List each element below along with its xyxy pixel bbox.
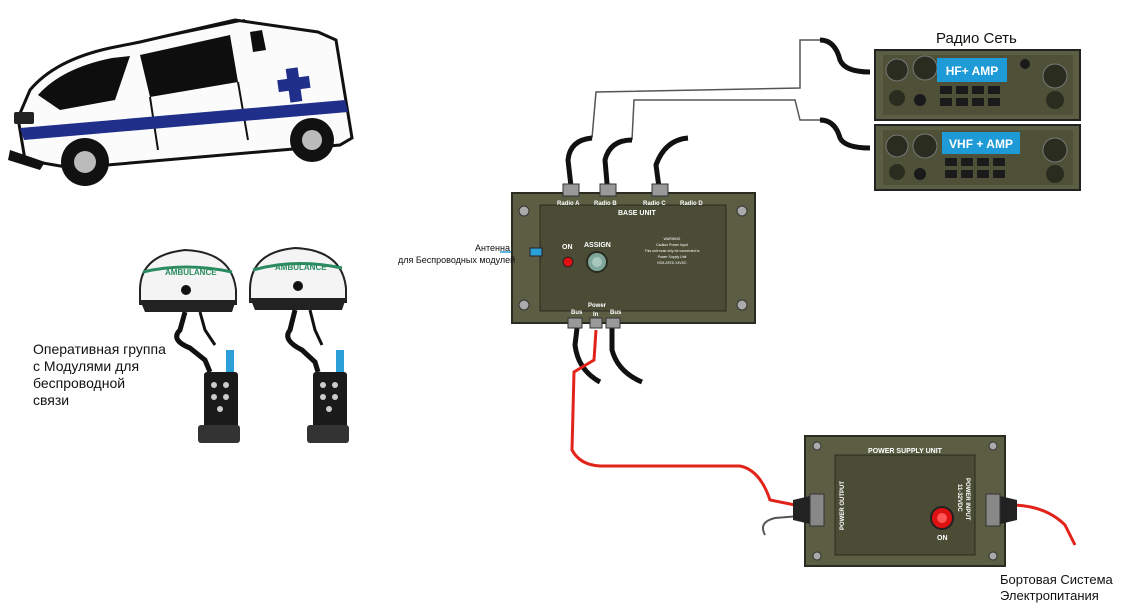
svg-text:Bus: Bus: [610, 310, 622, 316]
svg-text:ISOLATED 24VDC: ISOLATED 24VDC: [657, 261, 687, 265]
svg-text:AMBULANCE: AMBULANCE: [275, 263, 327, 272]
operative-team-label: Оперативная группа с Модулями для беспро…: [33, 341, 193, 409]
svg-text:POWER INPUT: POWER INPUT: [964, 478, 970, 521]
antenna-sublabel: для Беспроводных модулей: [398, 255, 516, 265]
radio-hf: HF+ AMP: [874, 49, 1081, 121]
helmet-module-left: AMBULANCE: [139, 248, 240, 443]
on-indicator-icon: [562, 256, 574, 268]
svg-text:ON: ON: [937, 535, 948, 542]
onboard-label-line: Электропитания: [1000, 588, 1099, 603]
svg-text:VHF + AMP: VHF + AMP: [949, 137, 1013, 151]
svg-text:Radio A: Radio A: [557, 201, 580, 207]
svg-text:This unit must only be connect: This unit must only be connected to: [644, 249, 699, 253]
svg-text:ASSIGN: ASSIGN: [584, 242, 611, 249]
helmet-module-right: AMBULANCE: [249, 246, 349, 443]
power-supply-unit: POWER SUPPLY UNIT POWER OUTPUT POWER INP…: [793, 435, 1017, 567]
svg-text:Bus: Bus: [571, 310, 583, 316]
antenna-label: Антенна: [475, 243, 510, 253]
svg-text:Radio B: Radio B: [594, 201, 617, 207]
ground-cable: [762, 515, 801, 536]
onboard-power-label: Бортовая Система Электропитания: [1000, 572, 1113, 604]
svg-text:Power Supply Unit: Power Supply Unit: [658, 255, 687, 259]
svg-text:POWER OUTPUT: POWER OUTPUT: [840, 481, 846, 530]
radio-vhf: VHF + AMP: [874, 124, 1081, 191]
svg-text:POWER SUPPLY UNIT: POWER SUPPLY UNIT: [868, 448, 943, 455]
svg-text:BASE UNIT: BASE UNIT: [618, 210, 656, 217]
svg-text:Power: Power: [588, 303, 607, 309]
svg-text:ON: ON: [562, 244, 573, 251]
svg-text:Radio C: Radio C: [643, 201, 666, 207]
svg-text:AMBULANCE: AMBULANCE: [165, 268, 217, 277]
svg-text:In: In: [593, 312, 599, 318]
onboard-label-line: Бортовая Система: [1000, 572, 1113, 587]
radio-network-label: Радио Сеть: [936, 30, 1017, 47]
svg-text:11-32VDC: 11-32VDC: [956, 484, 962, 512]
power-input-cable: [1009, 503, 1077, 546]
svg-text:Radio D: Radio D: [680, 201, 703, 207]
ambulance-illustration: www.ambulance-rescue.co.uk: [8, 18, 354, 186]
base-unit: Radio A Radio B Radio C Radio D BASE UNI…: [511, 183, 756, 329]
team-label-line: с Модулями для: [33, 358, 140, 374]
power-cable: [570, 329, 796, 507]
team-label-line: беспроводной: [33, 375, 126, 391]
team-label-line: связи: [33, 392, 70, 408]
svg-text:Caution Power Input: Caution Power Input: [656, 243, 688, 247]
team-label-line: Оперативная группа: [33, 341, 166, 357]
red-cross-icon: [277, 67, 311, 103]
radio-cables: [500, 37, 871, 385]
svg-text:WARNING: WARNING: [664, 237, 681, 241]
svg-text:HF+ AMP: HF+ AMP: [946, 64, 999, 78]
